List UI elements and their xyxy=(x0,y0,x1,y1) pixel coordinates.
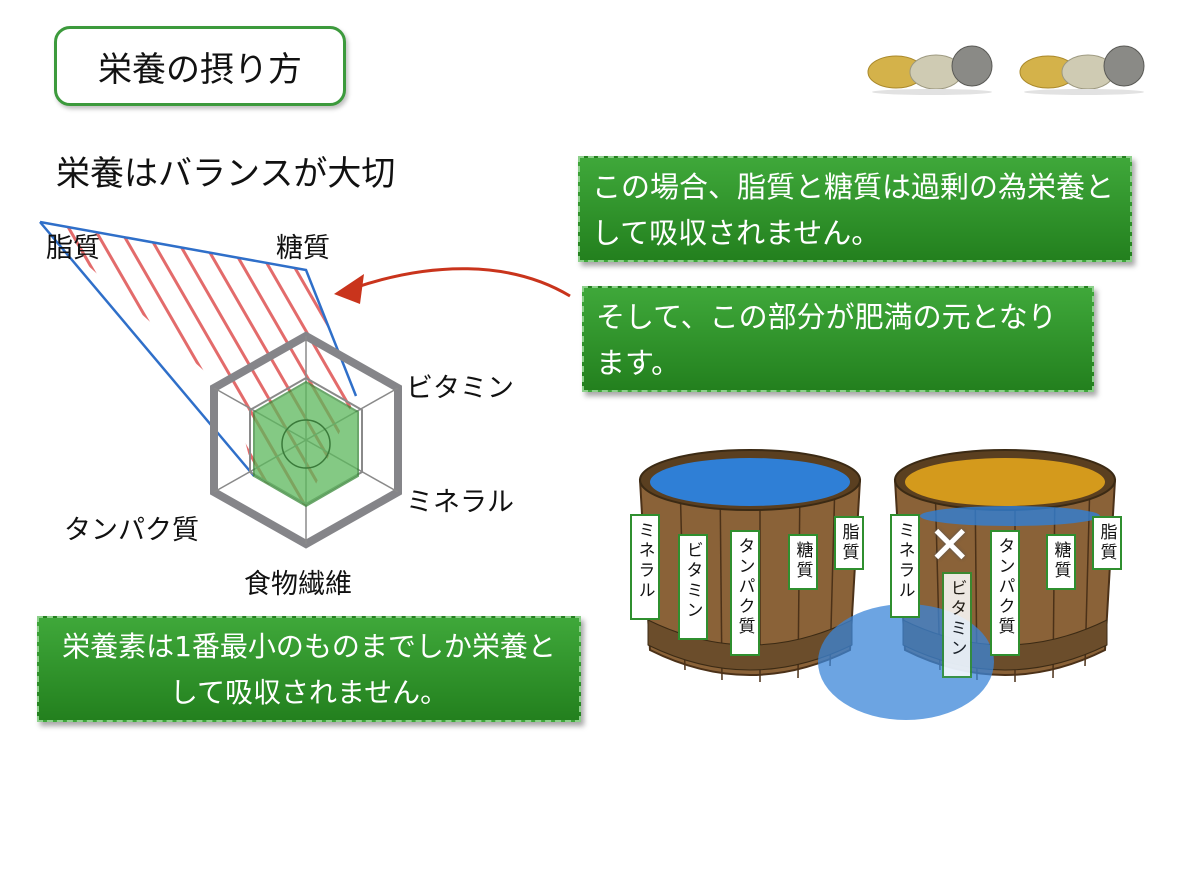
broken-stave-x-icon: ✕ xyxy=(928,516,972,576)
red-arrow-icon xyxy=(334,267,571,304)
slide-title: 栄養の摂り方 xyxy=(54,26,346,106)
radar-label-fiber: 食物繊維 xyxy=(244,569,352,600)
radar-label-mineral: ミネラル xyxy=(406,487,514,518)
obesity-callout: そして、この部分が肥満の元となります。 xyxy=(582,286,1094,392)
right-barrel-label-sugar: 糖質 xyxy=(1046,534,1076,590)
left-barrel-label-protein: タンパク質 xyxy=(730,530,760,656)
radar-label-protein: タンパク質 xyxy=(64,515,199,546)
subtitle: 栄養はバランスが大切 xyxy=(56,154,396,194)
left-barrel-label-mineral: ミネラル xyxy=(630,514,660,620)
right-barrel-label-mineral: ミネラル xyxy=(890,514,920,618)
minimum-callout-text: 栄養素は1番最小のものまでしか栄養として吸収されません。 xyxy=(62,630,556,709)
supplement-pills-image xyxy=(867,45,993,95)
right-barrel-label-vitamin-broken: ビタミン xyxy=(942,572,972,678)
obesity-callout-text: そして、この部分が肥満の元となります。 xyxy=(596,300,1057,380)
left-barrel-label-fat: 脂質 xyxy=(834,516,864,570)
supplement-pills-image-2 xyxy=(1019,45,1145,95)
left-barrel-label-vitamin: ビタミン xyxy=(678,534,708,640)
radar-label-sugar: 糖質 xyxy=(276,233,330,264)
excess-callout-text: この場合、脂質と糖質は過剰の為栄養として吸収されません。 xyxy=(592,170,1115,250)
excess-callout: この場合、脂質と糖質は過剰の為栄養として吸収されません。 xyxy=(578,156,1132,262)
nutrient-balance-radar xyxy=(39,220,402,549)
radar-label-vitamin: ビタミン xyxy=(406,373,514,404)
slide-title-text: 栄養の摂り方 xyxy=(98,49,302,90)
balanced-area xyxy=(253,380,359,508)
left-barrel-label-sugar: 糖質 xyxy=(788,534,818,590)
right-barrel-label-protein: タンパク質 xyxy=(990,530,1020,656)
radar-label-fat: 脂質 xyxy=(46,233,100,264)
right-barrel-label-fat: 脂質 xyxy=(1092,516,1122,570)
minimum-callout: 栄養素は1番最小のものまでしか栄養として吸収されません。 xyxy=(37,616,581,722)
